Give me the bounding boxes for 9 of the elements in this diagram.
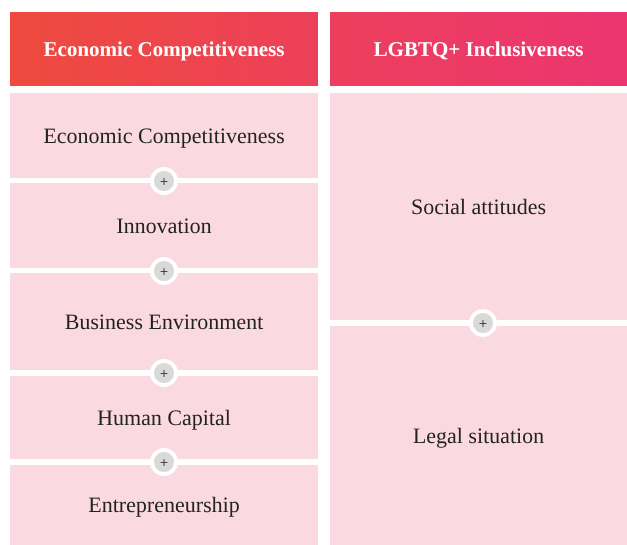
column-header: Economic Competitiveness — [10, 12, 318, 86]
category-panel: Economic Competitiveness — [10, 93, 318, 178]
category-panel: Social attitudes — [330, 93, 627, 320]
category-panel: Legal situation — [330, 326, 627, 545]
column-header: LGBTQ+ Inclusiveness — [330, 12, 627, 86]
category-panel: Innovation — [10, 183, 318, 268]
category-panel: Business Environment — [10, 273, 318, 370]
category-panel: Human Capital — [10, 376, 318, 459]
category-panel: Entrepreneurship — [10, 465, 318, 545]
